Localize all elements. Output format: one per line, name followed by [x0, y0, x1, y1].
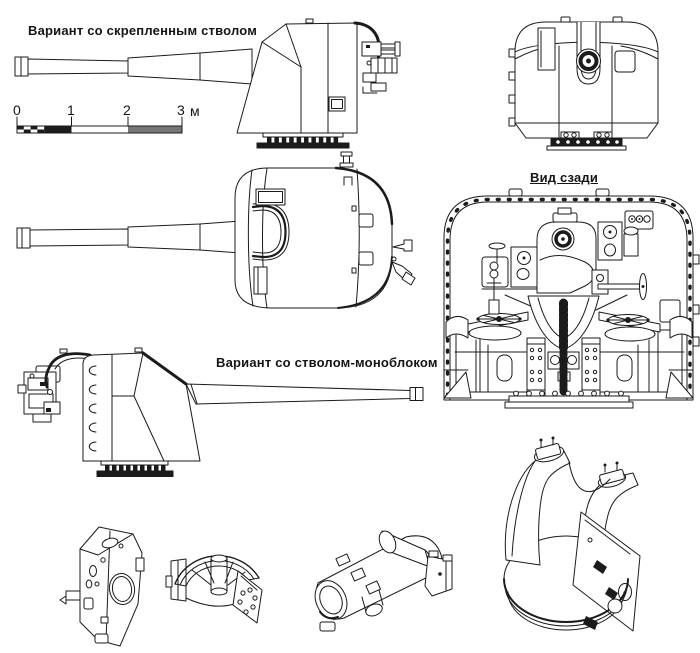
drawing-front-view [508, 16, 659, 151]
shield-port [255, 188, 286, 206]
scale-tick-2: 2 [123, 102, 131, 118]
trunnion-bracket [424, 550, 453, 597]
pedestal-posts [526, 337, 601, 397]
right-handwheel-assembly [598, 311, 693, 393]
muzzle [409, 387, 424, 401]
front-port-right [614, 50, 636, 73]
muzzle [16, 227, 31, 249]
barrel-slot-front [576, 21, 601, 85]
ladder-rungs [88, 365, 97, 452]
drawing-part-base-ring-segment [165, 554, 263, 624]
scale-tick-0: 0 [13, 102, 21, 118]
gun-barrel [14, 48, 253, 85]
side-fittings [391, 239, 416, 286]
drawing-part-breech-housing [59, 526, 145, 647]
drawing-part-carriage-saddle [503, 436, 641, 632]
label-variant-monobloc: Вариант со стволом-моноблоком [216, 355, 438, 370]
gun-barrel [16, 219, 255, 255]
top-fittings [339, 151, 354, 186]
label-variant-built-up: Вариант со скрепленным стволом [28, 23, 258, 38]
sight-box [624, 210, 654, 230]
lower-boss [361, 589, 384, 617]
drawing-side-view-monobloc-barrel [17, 347, 424, 477]
left-handwheel-assembly [445, 311, 529, 393]
base-plate [504, 390, 634, 409]
left-trunnion-arm [504, 436, 571, 566]
left-valve [486, 242, 506, 315]
frame-rivets [445, 197, 692, 398]
scale-tick-1: 1 [67, 102, 75, 118]
gun-barrel [185, 383, 424, 405]
breech-mechanism [17, 365, 61, 423]
scale-tick-3: 3 [177, 102, 185, 118]
mount-base [96, 460, 174, 477]
shield-port [328, 96, 346, 112]
drawing-side-view-built-up-barrel [14, 18, 401, 149]
front-port-left [537, 27, 556, 71]
breech-mechanism [353, 21, 401, 94]
scale-unit: м [190, 103, 200, 119]
mount-base [256, 132, 350, 149]
right-shaft-handwheel [591, 269, 647, 300]
drawing-rear-view [443, 188, 700, 409]
gun-shield-side [44, 347, 201, 462]
drawing-part-cradle-sleeve [314, 530, 453, 632]
side-hooks [508, 48, 516, 127]
label-rear-view: Вид сзади [530, 170, 599, 185]
elevating-cradle [527, 295, 600, 354]
gun-shield-side [236, 18, 358, 134]
front-base [546, 131, 627, 151]
drawing-three-quarter-view [16, 151, 416, 309]
scale-bar [16, 116, 183, 134]
central-breech-assembly [481, 207, 639, 294]
